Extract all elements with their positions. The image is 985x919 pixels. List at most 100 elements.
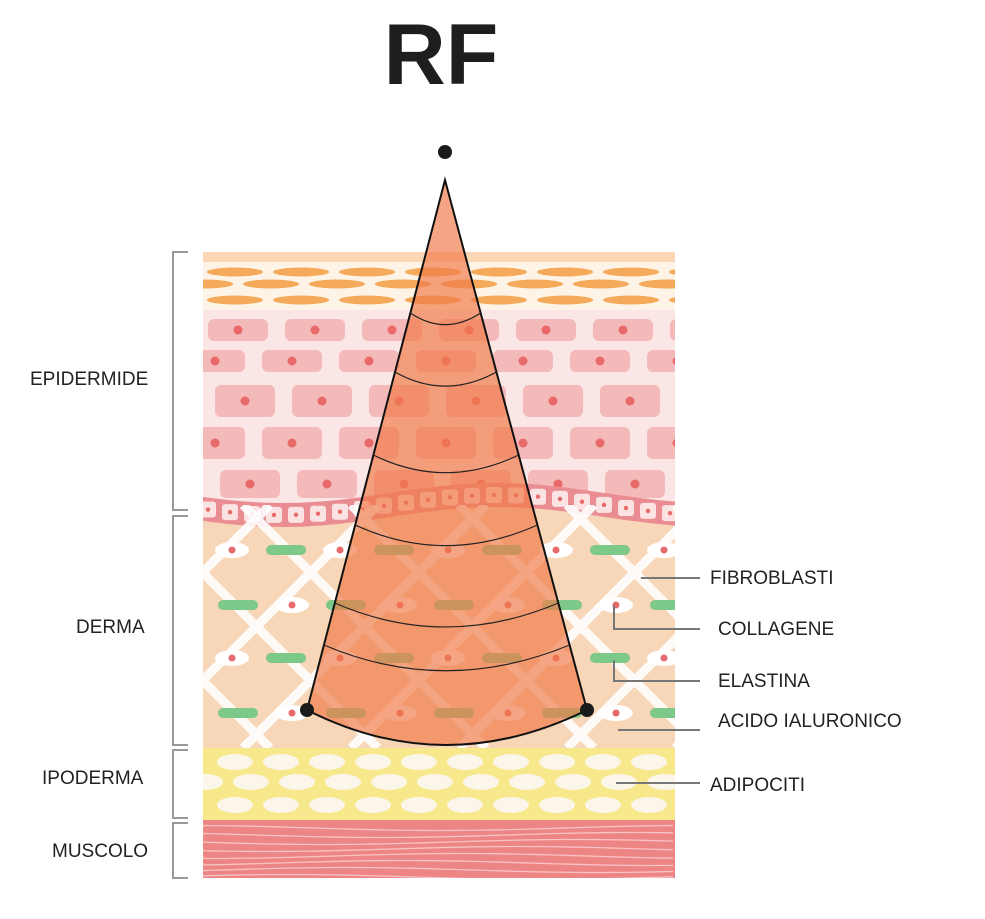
nucleus: [553, 479, 563, 489]
corneocyte: [207, 267, 263, 277]
nucleus: [518, 356, 528, 366]
elastin-fiber: [590, 545, 630, 555]
rf-field: [305, 176, 589, 746]
nucleus: [322, 479, 332, 489]
nucleus: [336, 546, 344, 554]
rf-wavefront: [334, 602, 559, 628]
label-derma: DERMA: [76, 617, 145, 638]
nucleus: [552, 546, 560, 554]
adipocyte: [309, 754, 345, 770]
adipocyte: [539, 797, 575, 813]
nucleus: [293, 512, 299, 518]
nucleus: [579, 499, 585, 504]
nucleus: [623, 505, 629, 511]
elastin-fiber: [650, 708, 675, 718]
nucleus: [317, 396, 327, 406]
adipocyte: [263, 754, 299, 770]
nucleus: [228, 654, 236, 662]
adipocyte: [585, 797, 621, 813]
keratinocyte: [647, 427, 675, 459]
muscle-fiber: [203, 824, 674, 832]
corneocyte: [603, 267, 659, 277]
nucleus: [595, 438, 605, 448]
adipocyte: [463, 774, 499, 790]
adipocyte: [217, 754, 253, 770]
title: RF: [384, 7, 499, 103]
nucleus: [625, 396, 635, 406]
corneocyte: [203, 279, 233, 289]
keratinocyte: [670, 319, 675, 341]
leader-elastina: [613, 660, 700, 682]
collagen-fiber: [891, 505, 985, 748]
corneocyte: [273, 267, 329, 277]
adipocyte: [325, 774, 361, 790]
adipocyte: [217, 797, 253, 813]
corneocyte: [243, 279, 299, 289]
rf-wavefront: [323, 644, 570, 672]
muscle-fiber: [203, 859, 674, 867]
muscle-fiber: [203, 845, 674, 853]
adipocyte: [233, 774, 269, 790]
nucleus: [210, 356, 220, 366]
label-acido-ialuronico: ACIDO IALURONICO: [718, 711, 902, 732]
nucleus: [645, 508, 651, 514]
collagen-fiber: [203, 674, 274, 748]
electrode-dot-left: [300, 703, 314, 717]
adipocyte: [417, 774, 453, 790]
nucleus: [535, 494, 541, 499]
adipocyte: [371, 774, 407, 790]
adipocyte: [401, 797, 437, 813]
keratinocyte: [682, 470, 742, 498]
adipocyte: [585, 754, 621, 770]
muscle-fiber: [203, 831, 674, 839]
electrode-dot: [438, 145, 452, 159]
corneocyte: [603, 295, 659, 305]
adipocyte: [355, 754, 391, 770]
elastin-fiber: [266, 545, 306, 555]
corneocyte: [669, 297, 675, 303]
label-epidermide: EPIDERMIDE: [30, 369, 148, 390]
nucleus: [672, 438, 675, 448]
nucleus: [660, 546, 668, 554]
nucleus: [233, 325, 243, 335]
nucleus: [288, 601, 296, 609]
adipocyte: [631, 797, 667, 813]
keratinocyte: [647, 350, 675, 372]
nucleus: [210, 438, 220, 448]
collagen-fiber: [0, 505, 54, 748]
elastin-fiber: [650, 600, 675, 610]
elastin-fiber: [590, 653, 630, 663]
nucleus: [518, 438, 528, 448]
corneocyte: [537, 295, 593, 305]
nucleus: [240, 396, 250, 406]
keratinocyte: [203, 427, 245, 459]
corneocyte: [537, 267, 593, 277]
corneocyte: [507, 279, 563, 289]
leader-lines: [613, 577, 700, 784]
corneocyte: [669, 269, 675, 275]
muscle-fiber: [203, 866, 674, 874]
bracket-muscolo: [172, 822, 188, 879]
label-adipociti: ADIPOCITI: [710, 775, 805, 796]
keratinocyte: [203, 350, 245, 372]
adipocyte: [279, 774, 315, 790]
nucleus: [205, 507, 211, 512]
corneocyte: [207, 295, 263, 305]
adipocyte: [263, 797, 299, 813]
nucleus: [288, 709, 296, 717]
adipocyte: [677, 797, 713, 813]
nucleus: [618, 325, 628, 335]
left-brackets: [172, 251, 188, 879]
nucleus: [364, 438, 374, 448]
collagen-fiber: [0, 505, 54, 748]
rf-wavefront: [394, 371, 497, 387]
nucleus: [557, 496, 563, 502]
muscle-fiber: [203, 852, 674, 860]
nucleus: [364, 356, 374, 366]
nucleus: [703, 397, 712, 406]
bracket-epidermide: [172, 251, 188, 511]
nucleus: [287, 438, 297, 448]
bracket-ipoderma: [172, 749, 188, 819]
keratinocyte: [677, 385, 737, 417]
adipocyte: [355, 797, 391, 813]
